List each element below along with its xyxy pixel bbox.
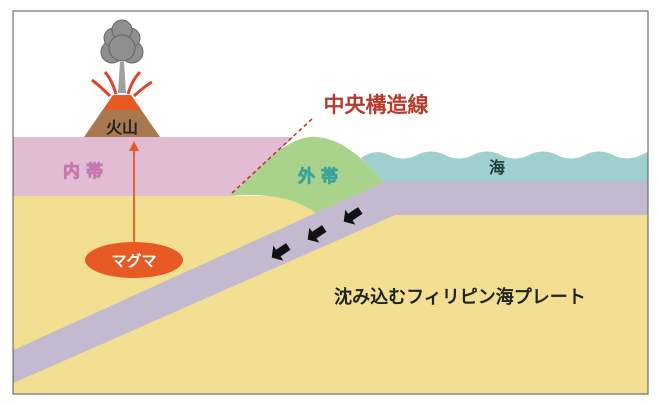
subducting-plate-label: 沈み込むフィリピン海プレート bbox=[334, 286, 586, 308]
median-tectonic-line-label: 中央構造線 bbox=[324, 93, 429, 117]
subduction-arrow-icon bbox=[307, 225, 327, 243]
subduction-arrow-icon bbox=[343, 207, 363, 225]
arrow-head-icon bbox=[129, 141, 139, 151]
smoke-cloud-icon bbox=[100, 19, 144, 64]
median-tectonic-line bbox=[231, 117, 314, 194]
outer-zone-layer bbox=[229, 136, 384, 214]
lava-splash-icon bbox=[91, 70, 153, 98]
inner-zone-label: 内 帯 bbox=[63, 161, 103, 182]
magma-chamber bbox=[85, 242, 183, 278]
magma-label: マグマ bbox=[111, 252, 156, 270]
inner-zone-layer bbox=[13, 137, 294, 196]
sea-layer bbox=[361, 151, 648, 183]
volcano-label: 火山 bbox=[106, 118, 138, 137]
philippine-sea-plate bbox=[13, 182, 648, 383]
outer-zone-label: 外 帯 bbox=[298, 166, 338, 187]
subduction-arrow-icon bbox=[271, 243, 291, 261]
volcano bbox=[84, 19, 160, 137]
sea-label: 海 bbox=[489, 158, 505, 177]
